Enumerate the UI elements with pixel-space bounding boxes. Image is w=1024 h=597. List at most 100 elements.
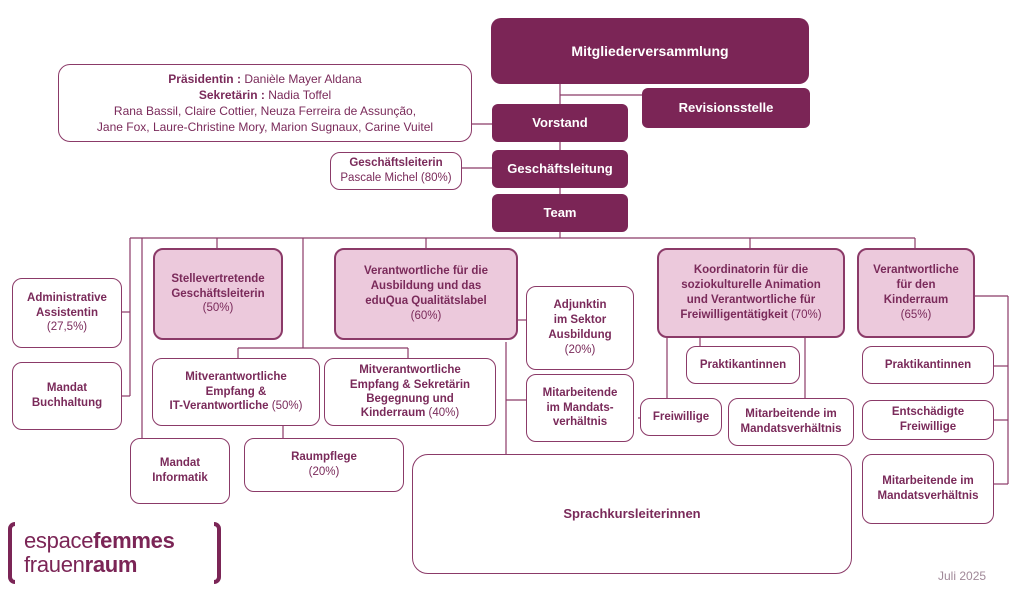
mitverantwortliche-it-box: Mitverantwortliche Empfang & IT-Verantwo… <box>152 358 320 426</box>
mit-sek-line-1: Mitverantwortliche <box>359 364 461 377</box>
vorstand-members-line-1: Rana Bassil, Claire Cottier, Neuza Ferre… <box>113 104 417 118</box>
logo-femmes: femmes <box>93 528 175 553</box>
entsch-line-2: Freiwillige <box>899 421 957 433</box>
logo-raum: raum <box>84 552 138 577</box>
mit-it-pct: (50%) <box>271 400 303 413</box>
mitverantwortliche-sekretaerin-box: Mitverantwortliche Empfang & Sekretärin … <box>324 358 496 426</box>
mitarbeitende-right-box: Mitarbeitende im Mandatsverhältnis <box>862 454 994 524</box>
logo-line-1: espacefemmes <box>24 530 175 552</box>
mit-it-line-1: Mitverantwortliche <box>185 370 287 383</box>
koord-role: Freiwilligentätigkeit <box>680 308 788 321</box>
buchhaltung-line-2: Buchhaltung <box>31 397 103 409</box>
koord-line-4: Freiwilligentätigkeit (70%) <box>680 308 821 323</box>
team-label: Team <box>543 204 577 220</box>
entschaedigte-box: Entschädigte Freiwillige <box>862 400 994 440</box>
sprachkursleiterinnen-box: Sprachkursleiterinnen <box>412 454 852 574</box>
kinder-line-2: für den <box>896 279 936 292</box>
ausb-line-2: Ausbildung und das <box>370 280 482 293</box>
mitarb-mid-line-2: Mandatsverhältnis <box>740 423 842 435</box>
stellv-line-1: Stellevertretende <box>171 272 265 285</box>
sekretaerin-name: Nadia Toffel <box>268 87 332 102</box>
mit-sek-line-4: Kinderraum (40%) <box>361 406 459 420</box>
koord-line-1: Koordinatorin für die <box>693 264 809 277</box>
mit-it-line-3: IT-Verantwortliche (50%) <box>170 399 303 414</box>
administrative-assistentin-box: Administrative Assistentin (27,5%) <box>12 278 122 348</box>
mit-sek-kinderraum: Kinderraum <box>360 407 426 420</box>
mitarbeitende-mandats-box: Mitarbeitende im Mandats- verhältnis <box>526 374 634 442</box>
praktikantinnen-right-box: Praktikantinnen <box>862 346 994 384</box>
logo-espace: espace <box>24 528 94 553</box>
koordinatorin-box: Koordinatorin für die soziokulturelle An… <box>657 248 845 338</box>
mitarb-mandats-line-1: Mitarbeitende <box>542 386 618 399</box>
admin-pct: (27,5%) <box>46 321 88 334</box>
geschaeftsleiterin-box: Geschäftsleiterin Pascale Michel (80%) <box>330 152 462 190</box>
raumpflege-label: Raumpflege <box>291 451 357 464</box>
espacefemmes-logo: espacefemmes frauenraum <box>8 522 238 586</box>
raumpflege-pct: (20%) <box>308 466 340 478</box>
praktikantinnen-right-label: Praktikantinnen <box>884 358 972 371</box>
team-box: Team <box>492 194 628 232</box>
informatik-line-1: Mandat <box>159 457 201 470</box>
entsch-line-1: Entschädigte <box>891 406 965 419</box>
koord-pct: (70%) <box>790 308 822 321</box>
mitarbeitende-mid-box: Mitarbeitende im Mandatsverhältnis <box>728 398 854 446</box>
praesidentin-label: Präsidentin : <box>168 71 241 86</box>
admin-line-2: Assistentin <box>36 306 98 319</box>
logo-bracket-right <box>214 522 221 584</box>
vorstand-label: Vorstand <box>532 114 588 130</box>
geschaeftsleitung-box: Geschäftsleitung <box>492 150 628 188</box>
mandat-buchhaltung-box: Mandat Buchhaltung <box>12 362 122 430</box>
mit-sek-line-2: Empfang & Sekretärin <box>349 378 471 391</box>
geschaeftsleiterin-name: Pascale Michel (80%) <box>340 172 452 184</box>
logo-line-2: frauenraum <box>24 552 138 577</box>
informatik-line-2: Informatik <box>152 472 208 484</box>
mit-sek-line-3: Begegnung und <box>366 393 454 405</box>
kinder-line-1: Verantwortliche <box>873 264 959 277</box>
kinder-pct: (65%) <box>900 308 932 321</box>
date-label: Juli 2025 <box>938 569 987 583</box>
mandat-informatik-box: Mandat Informatik <box>130 438 230 504</box>
buchhaltung-line-1: Mandat <box>46 382 88 395</box>
sprachkurs-label: Sprachkursleiterinnen <box>563 505 701 521</box>
revisionsstelle-label: Revisionsstelle <box>678 99 774 115</box>
verantwortliche-ausbildung-box: Verantwortliche für die Ausbildung und d… <box>334 248 518 340</box>
vorstand-members-line-2: Jane Fox, Laure-Christine Mory, Marion S… <box>96 120 434 135</box>
stellvertretende-box: Stellevertretende Geschäftsleiterin (50%… <box>153 248 283 340</box>
koord-line-3: und Verantwortliche für <box>686 294 816 306</box>
adjunktin-box: Adjunktin im Sektor Ausbildung (20%) <box>526 286 634 370</box>
verantwortliche-kinderraum-box: Verantwortliche für den Kinderraum (65%) <box>857 248 975 338</box>
ausb-label: eduQua Qualitätslabel <box>365 295 487 307</box>
stellv-pct: (50%) <box>202 302 234 315</box>
kinder-line-3: Kinderraum <box>883 294 949 306</box>
adjunktin-pct: (20%) <box>564 343 596 356</box>
mit-it-line-2: Empfang & <box>205 385 267 398</box>
admin-line-1: Administrative <box>27 291 107 304</box>
revisionsstelle-box: Revisionsstelle <box>642 88 810 128</box>
praesidentin-name: Danièle Mayer Aldana <box>244 71 362 86</box>
vorstand-box: Vorstand <box>492 104 628 142</box>
geschaeftsleitung-label: Geschäftsleitung <box>507 160 613 176</box>
mitgliederversammlung-label: Mitgliederversammlung <box>571 42 729 59</box>
praesidentin-line: Präsidentin : Danièle Mayer Aldana <box>168 71 361 87</box>
mitarb-mandats-line-3: verhältnis <box>552 416 608 429</box>
freiwillige-label: Freiwillige <box>652 410 710 423</box>
mitarb-right-line-1: Mitarbeitende im <box>882 475 974 488</box>
praktikantinnen-mid-label: Praktikantinnen <box>699 358 787 371</box>
logo-frauen: frauen <box>24 552 85 577</box>
sekretaerin-line: Sekretärin : Nadia Toffel <box>199 87 331 103</box>
mitgliederversammlung-box: Mitgliederversammlung <box>491 18 809 84</box>
adjunktin-line-3: Ausbildung <box>548 329 612 341</box>
stellv-line-2: Geschäftsleiterin <box>171 287 265 300</box>
geschaeftsleiterin-title: Geschäftsleiterin <box>349 157 443 170</box>
ausb-line-1: Verantwortliche für die <box>364 265 488 278</box>
mit-it-role: IT-Verantwortliche <box>169 400 269 413</box>
logo-bracket-left <box>8 522 15 584</box>
mitarb-right-line-2: Mandatsverhältnis <box>877 490 979 502</box>
raumpflege-box: Raumpflege (20%) <box>244 438 404 492</box>
mitarb-mandats-line-2: im Mandats- <box>546 401 614 414</box>
ausb-line-3: eduQua Qualitätslabel <box>365 294 486 309</box>
freiwillige-box: Freiwillige <box>640 398 722 436</box>
adjunktin-line-1: Adjunktin <box>553 299 607 312</box>
adjunktin-line-2: im Sektor <box>553 314 607 327</box>
sekretaerin-label: Sekretärin : <box>198 87 265 102</box>
